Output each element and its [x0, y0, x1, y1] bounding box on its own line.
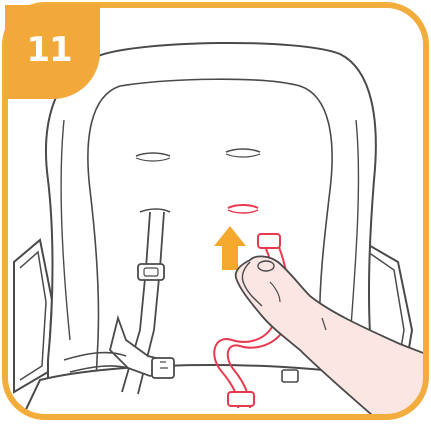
chair-frame-left: [14, 240, 52, 392]
step-number: 11: [18, 30, 80, 70]
seat-drawing: [14, 43, 431, 422]
strap-adjuster: [138, 264, 164, 280]
